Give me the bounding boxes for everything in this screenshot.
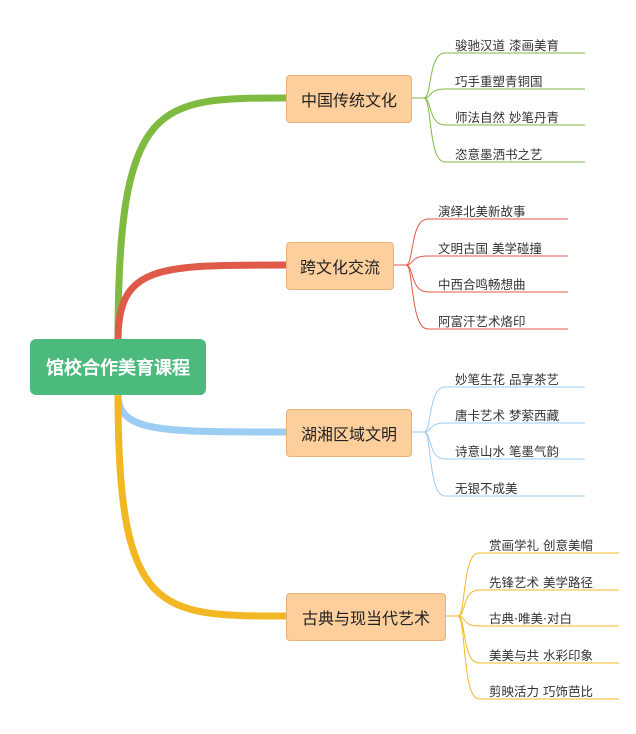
leaf-topic[interactable]: 骏驰汉道 漆画美育 [455, 38, 559, 53]
branch-topic-classical-contemporary-art[interactable]: 古典与现当代艺术 [286, 593, 446, 641]
leaf-connector [423, 97, 585, 163]
leaf-topic[interactable]: 美美与共 水彩印象 [489, 648, 593, 663]
leaf-connector [405, 218, 568, 266]
branch-connector [114, 390, 290, 436]
leaf-connector [423, 386, 585, 433]
leaf-topic[interactable]: 文明古国 美学碰撞 [438, 241, 542, 256]
leaf-connector [457, 589, 619, 617]
leaf-topic[interactable]: 无银不成美 [455, 481, 518, 496]
branch-topic-cross-cultural-exchange[interactable]: 跨文化交流 [286, 242, 394, 290]
leaf-connector [423, 422, 585, 433]
branch-connector [114, 94, 290, 344]
leaf-topic[interactable]: 古典·唯美·对白 [489, 611, 572, 626]
leaf-topic[interactable]: 阿富汗艺术烙印 [438, 314, 526, 329]
leaf-connector [405, 255, 568, 266]
leaf-connector [457, 552, 619, 617]
leaf-topic[interactable]: 恣意墨洒书之艺 [455, 147, 543, 162]
branch-connector [114, 261, 290, 344]
leaf-connector [457, 615, 619, 700]
leaf-topic[interactable]: 赏画学礼 创意美帽 [489, 538, 593, 553]
leaf-connector [457, 615, 619, 627]
branch-connector [114, 390, 290, 620]
leaf-topic[interactable]: 剪映活力 巧饰芭比 [489, 684, 593, 699]
leaf-connector [405, 264, 568, 330]
branch-topic-huxiang-civilization[interactable]: 湖湘区域文明 [286, 409, 412, 457]
leaf-topic[interactable]: 妙笔生花 品享茶艺 [455, 372, 559, 387]
leaf-topic[interactable]: 巧手重塑青铜国 [455, 74, 543, 89]
leaf-topic[interactable]: 演绎北美新故事 [438, 204, 526, 219]
branch-topic-traditional-culture[interactable]: 中国传统文化 [286, 75, 412, 123]
leaf-connector [457, 615, 619, 664]
leaf-topic[interactable]: 诗意山水 笔墨气韵 [455, 444, 559, 459]
leaf-topic[interactable]: 唐卡艺术 梦萦西藏 [455, 408, 559, 423]
leaf-topic[interactable]: 先锋艺术 美学路径 [489, 575, 593, 590]
leaf-connector [423, 88, 585, 99]
leaf-connector [423, 52, 585, 99]
leaf-connector [423, 431, 585, 497]
leaf-topic[interactable]: 中西合鸣畅想曲 [438, 277, 526, 292]
root-topic[interactable]: 馆校合作美育课程 [30, 339, 206, 395]
leaf-topic[interactable]: 师法自然 妙笔丹青 [455, 110, 559, 125]
